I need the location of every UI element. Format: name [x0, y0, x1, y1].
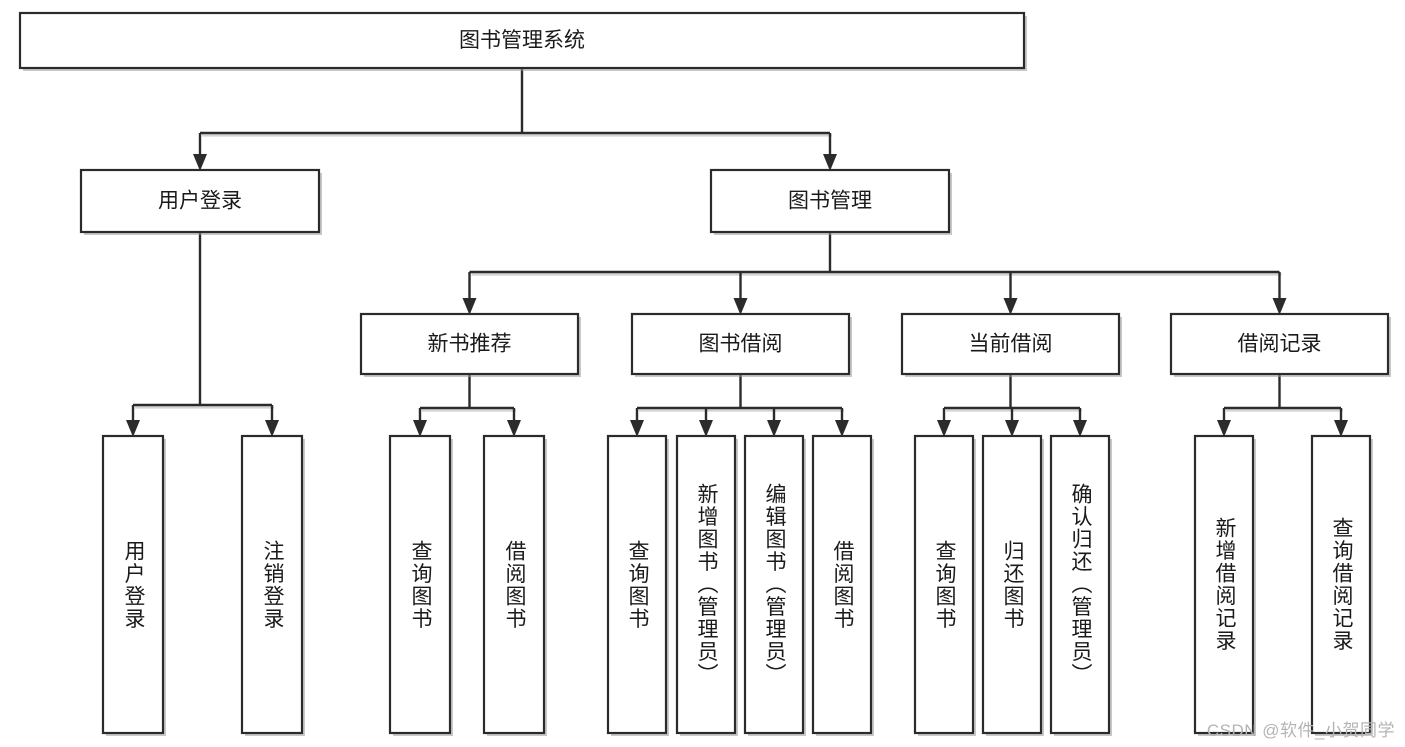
arrow-head-icon: [193, 154, 207, 171]
node-leaf-borrow-book-1[interactable]: [482, 434, 547, 736]
connector-group-book-borrow: [630, 374, 849, 437]
node-rect[interactable]: [79, 168, 321, 234]
node-leaf-return-book[interactable]: [981, 434, 1044, 736]
connector-group-user-login: [126, 232, 279, 437]
arrow-head-icon: [265, 420, 279, 437]
node-new-book-rec[interactable]: [359, 312, 581, 377]
arrow-head-icon: [126, 420, 140, 437]
node-leaf-edit-book[interactable]: [743, 434, 806, 736]
node-label-current-borrow: 当前借阅: [969, 333, 1053, 356]
node-rect[interactable]: [18, 11, 1026, 70]
node-leaf-query-book-3[interactable]: [913, 434, 976, 736]
node-box-layer: [18, 11, 1391, 736]
arrow-head-icon: [630, 420, 644, 437]
node-leaf-borrow-book-2[interactable]: [811, 434, 874, 736]
node-label-book-manage: 图书管理: [788, 190, 872, 213]
node-rect[interactable]: [359, 312, 580, 376]
arrow-head-icon: [413, 420, 427, 437]
connector-group-borrow-record: [1217, 374, 1348, 437]
watermark-text: CSDN @软件_小贺同学: [1206, 721, 1395, 740]
node-rect[interactable]: [606, 434, 668, 735]
arrow-head-icon: [699, 420, 713, 437]
node-rect[interactable]: [1169, 312, 1390, 376]
arrow-head-icon: [1073, 420, 1087, 437]
arrow-head-icon: [733, 298, 748, 315]
arrow-head-icon: [1334, 420, 1348, 437]
node-rect[interactable]: [482, 434, 546, 735]
arrow-head-icon: [1005, 420, 1019, 437]
node-label-user-login: 用户登录: [158, 190, 242, 213]
node-rect[interactable]: [1049, 434, 1111, 735]
node-rect[interactable]: [675, 434, 737, 735]
node-label-root: 图书管理系统: [459, 29, 585, 52]
node-leaf-query-record[interactable]: [1310, 434, 1373, 736]
node-leaf-user-login[interactable]: [101, 434, 166, 736]
node-label-book-borrow: 图书借阅: [699, 333, 783, 356]
arrow-head-icon: [823, 154, 837, 171]
node-rect[interactable]: [101, 434, 165, 735]
connector-group-new-book-rec: [413, 374, 521, 437]
node-leaf-query-book-2[interactable]: [606, 434, 669, 736]
arrow-head-icon: [835, 420, 849, 437]
node-rect[interactable]: [1310, 434, 1372, 735]
node-rect[interactable]: [1193, 434, 1255, 735]
node-rect[interactable]: [388, 434, 452, 735]
node-leaf-confirm-return[interactable]: [1049, 434, 1112, 736]
connector-group-root: [193, 68, 837, 171]
node-book-borrow[interactable]: [630, 312, 852, 377]
arrow-head-icon: [937, 420, 951, 437]
node-rect[interactable]: [709, 168, 951, 234]
node-rect[interactable]: [240, 434, 304, 735]
node-rect[interactable]: [811, 434, 873, 735]
node-leaf-add-book[interactable]: [675, 434, 738, 736]
connector-group-book-manage: [462, 232, 1287, 315]
arrow-head-icon: [1003, 298, 1018, 315]
node-rect[interactable]: [981, 434, 1043, 735]
node-rect[interactable]: [900, 312, 1121, 376]
arrow-head-icon: [507, 420, 521, 437]
connector-group-current-borrow: [937, 374, 1087, 437]
arrow-head-icon: [1272, 298, 1287, 315]
node-leaf-logout[interactable]: [240, 434, 305, 736]
connector-layer: [126, 68, 1348, 437]
node-leaf-query-book-1[interactable]: [388, 434, 453, 736]
arrow-head-icon: [462, 298, 477, 315]
node-rect[interactable]: [913, 434, 975, 735]
node-label-borrow-record: 借阅记录: [1238, 333, 1322, 356]
node-label-new-book-rec: 新书推荐: [428, 333, 512, 356]
node-book-manage[interactable]: [709, 168, 952, 235]
node-root[interactable]: [18, 11, 1027, 71]
node-user-login[interactable]: [79, 168, 322, 235]
node-current-borrow[interactable]: [900, 312, 1122, 377]
node-leaf-add-record[interactable]: [1193, 434, 1256, 736]
arrow-head-icon: [1217, 420, 1231, 437]
node-rect[interactable]: [630, 312, 851, 376]
node-borrow-record[interactable]: [1169, 312, 1391, 377]
arrow-head-icon: [767, 420, 781, 437]
node-rect[interactable]: [743, 434, 805, 735]
